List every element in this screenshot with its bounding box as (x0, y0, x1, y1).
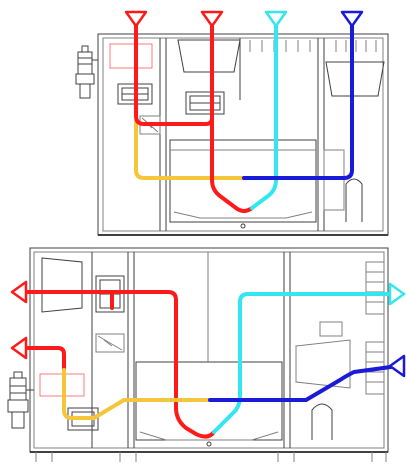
lower-yellow-flow (62, 368, 212, 420)
upper-casing-inner (102, 37, 384, 232)
lower-drain (206, 441, 212, 447)
upper-red-flow-2 (210, 18, 254, 213)
lower-damper-icon (95, 333, 125, 353)
upper-cyan-flow (250, 18, 278, 210)
upper-access-door (345, 178, 363, 222)
upper-fan-2 (185, 91, 225, 115)
lower-red-arrow-2-icon (10, 336, 28, 360)
lower-access-door (311, 403, 333, 440)
lower-right-hopper (295, 339, 351, 389)
upper-drain (240, 223, 246, 229)
upper-red-arrow-1-icon (124, 10, 148, 28)
lower-right-filter-bank (365, 261, 385, 395)
lower-blue-flow (208, 364, 400, 402)
upper-blue-arrow-icon (340, 10, 364, 28)
lower-cyan-arrow-icon (388, 282, 406, 306)
lower-red-flow-1 (16, 290, 216, 439)
upper-motor-actuator-icon (75, 45, 98, 99)
upper-blue-flow (242, 18, 354, 180)
lower-red-arrow-1-icon (10, 280, 28, 304)
upper-filter-box (109, 43, 153, 69)
lower-feet (35, 452, 387, 462)
upper-central-chamber (169, 139, 317, 223)
lower-small-fan (319, 321, 343, 337)
upper-cyan-arrow-icon (264, 10, 288, 28)
lower-casing (29, 247, 389, 453)
upper-hopper (177, 39, 241, 73)
lower-cyan-flow (212, 292, 400, 434)
lower-left-hopper (41, 257, 83, 313)
lower-red-flow-2 (16, 346, 66, 372)
lower-drip-tray (139, 431, 279, 441)
upper-drip-tray (173, 211, 313, 219)
upper-right-hopper (325, 61, 385, 97)
lower-motor-actuator-icon (7, 371, 34, 429)
upper-yellow-flow (134, 120, 246, 180)
upper-filter-bank (249, 40, 377, 52)
upper-red-arrow-2-icon (200, 10, 224, 28)
lower-blue-arrow-icon (388, 354, 406, 378)
